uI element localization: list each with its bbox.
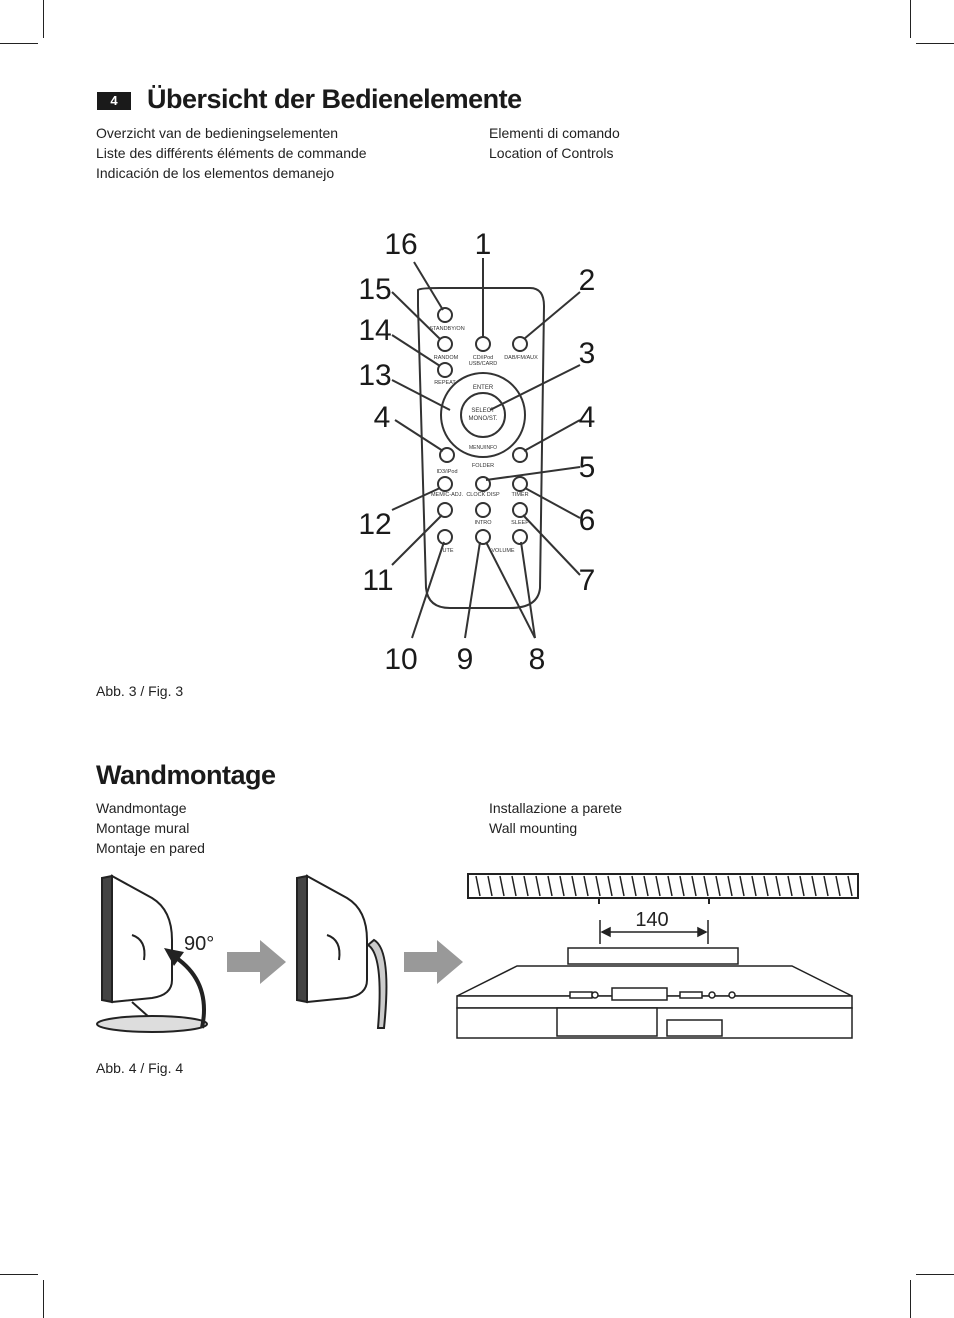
device-with-stand bbox=[96, 874, 208, 1033]
callout-14: 14 bbox=[358, 314, 391, 347]
subtitle: Installazione a parete bbox=[489, 800, 623, 816]
subtitles-left-2: Wandmontage Montage mural Montaje en par… bbox=[96, 798, 205, 858]
btn-standby bbox=[437, 307, 453, 323]
label-random: RANDOM bbox=[434, 355, 459, 361]
label-menu-info: MENU/INFO bbox=[469, 445, 497, 451]
label-select: SELECT bbox=[471, 408, 495, 414]
callout-4-left: 4 bbox=[374, 401, 391, 434]
subtitle: Montaje en pared bbox=[96, 840, 205, 856]
crop-mark bbox=[916, 1274, 954, 1275]
subtitle: Elementi di comando bbox=[489, 125, 620, 141]
wall-mount-figure: 90° bbox=[96, 873, 859, 1039]
callout-12: 12 bbox=[358, 508, 391, 541]
callout-1: 1 bbox=[475, 228, 492, 261]
mounted-unit bbox=[456, 947, 853, 1039]
btn-prev-folder bbox=[439, 447, 455, 463]
btn-repeat bbox=[437, 362, 453, 378]
dimension-label: 140 bbox=[635, 909, 668, 931]
subtitles-right-2: Installazione a parete Wall mounting bbox=[489, 798, 622, 838]
btn-dab bbox=[512, 336, 528, 352]
callout-3: 3 bbox=[579, 337, 596, 370]
figure-caption-3: Abb. 3 / Fig. 3 bbox=[96, 683, 184, 699]
subtitle: Overzicht van de bedieningselementen bbox=[96, 125, 339, 141]
callout-7: 7 bbox=[579, 564, 596, 597]
btn-mem bbox=[437, 476, 453, 492]
btn-intro bbox=[475, 502, 491, 518]
label-mute: UTE bbox=[443, 548, 454, 554]
label-dab: DAB/FM/AUX bbox=[504, 355, 538, 361]
btn-next-folder bbox=[512, 447, 528, 463]
crop-mark bbox=[910, 0, 911, 38]
step-arrow bbox=[404, 940, 463, 984]
crop-mark bbox=[43, 1280, 44, 1318]
label-standby: STANDBY/ON bbox=[429, 326, 464, 332]
label-mono: MONO/ST. bbox=[468, 416, 497, 422]
subtitle: Location of Controls bbox=[489, 145, 614, 161]
label-intro: INTRO bbox=[474, 520, 492, 526]
crop-mark bbox=[43, 0, 44, 38]
callout-13: 13 bbox=[358, 359, 391, 392]
callout-leaders bbox=[391, 258, 581, 639]
subtitle: Montage mural bbox=[96, 820, 190, 836]
dimension-line bbox=[599, 920, 709, 944]
callout-6: 6 bbox=[579, 504, 596, 537]
label-repeat: REPEAT bbox=[434, 380, 456, 386]
angle-label: 90° bbox=[184, 933, 214, 955]
remote-buttons bbox=[437, 307, 528, 545]
figure-caption-4: Abb. 4 / Fig. 4 bbox=[96, 1060, 184, 1076]
callout-10: 10 bbox=[384, 643, 417, 676]
page-number-badge: 4 bbox=[97, 92, 131, 110]
label-enter: ENTER bbox=[473, 385, 494, 391]
callout-4-right: 4 bbox=[579, 401, 596, 434]
label-clock: CLOCK DISP bbox=[466, 492, 500, 498]
rotate-arrowhead bbox=[164, 948, 184, 966]
subtitle: Wandmontage bbox=[96, 800, 187, 816]
label-timer: TIMER bbox=[511, 492, 528, 498]
callout-11: 11 bbox=[362, 564, 393, 597]
btn-eq bbox=[437, 502, 453, 518]
callout-9: 9 bbox=[457, 643, 474, 676]
rotate-arrow bbox=[170, 953, 206, 1029]
btn-cd bbox=[475, 336, 491, 352]
subtitle: Wall mounting bbox=[489, 820, 578, 836]
label-sleep: SLEEP bbox=[511, 520, 529, 526]
wall bbox=[467, 873, 859, 904]
subtitle: Liste des différents éléments de command… bbox=[96, 145, 367, 161]
btn-sleep bbox=[512, 502, 528, 518]
btn-random bbox=[437, 336, 453, 352]
btn-timer bbox=[512, 476, 528, 492]
crop-mark bbox=[910, 1280, 911, 1318]
btn-vol-down bbox=[475, 529, 491, 545]
btn-vol-up bbox=[512, 529, 528, 545]
callout-5: 5 bbox=[579, 451, 596, 484]
subtitles-left: Overzicht van de bedieningselementen Lis… bbox=[96, 123, 367, 183]
callout-16: 16 bbox=[384, 228, 417, 261]
subtitle: Indicación de los elementos demanejo bbox=[96, 165, 335, 181]
label-cd-ipod: CD/iPod bbox=[473, 355, 493, 361]
callout-2: 2 bbox=[579, 264, 596, 297]
remote-control-figure: ENTER SELECT MONO/ST. MENU/INFO STANDBY/… bbox=[358, 228, 596, 676]
device-detached-stand bbox=[296, 874, 388, 1029]
label-usb-card: USB/CARD bbox=[469, 361, 497, 367]
crop-mark bbox=[916, 43, 954, 44]
callout-8: 8 bbox=[529, 643, 546, 676]
crop-mark bbox=[0, 43, 38, 44]
select-button bbox=[460, 392, 506, 438]
section-title-wall-mounting: Wandmontage bbox=[96, 760, 276, 790]
crop-mark bbox=[0, 1274, 38, 1275]
label-folder: FOLDER bbox=[472, 463, 494, 469]
label-mem: MEM/C-ADJ. bbox=[431, 492, 464, 498]
label-volume: VOLUME bbox=[491, 548, 515, 554]
callout-15: 15 bbox=[358, 273, 391, 306]
step-arrow bbox=[227, 940, 286, 984]
subtitles-right: Elementi di comando Location of Controls bbox=[489, 123, 620, 163]
label-id3: ID3/iPod bbox=[436, 469, 457, 475]
btn-mute bbox=[437, 529, 453, 545]
section-title-controls: Übersicht der Bedienelemente bbox=[147, 84, 522, 114]
